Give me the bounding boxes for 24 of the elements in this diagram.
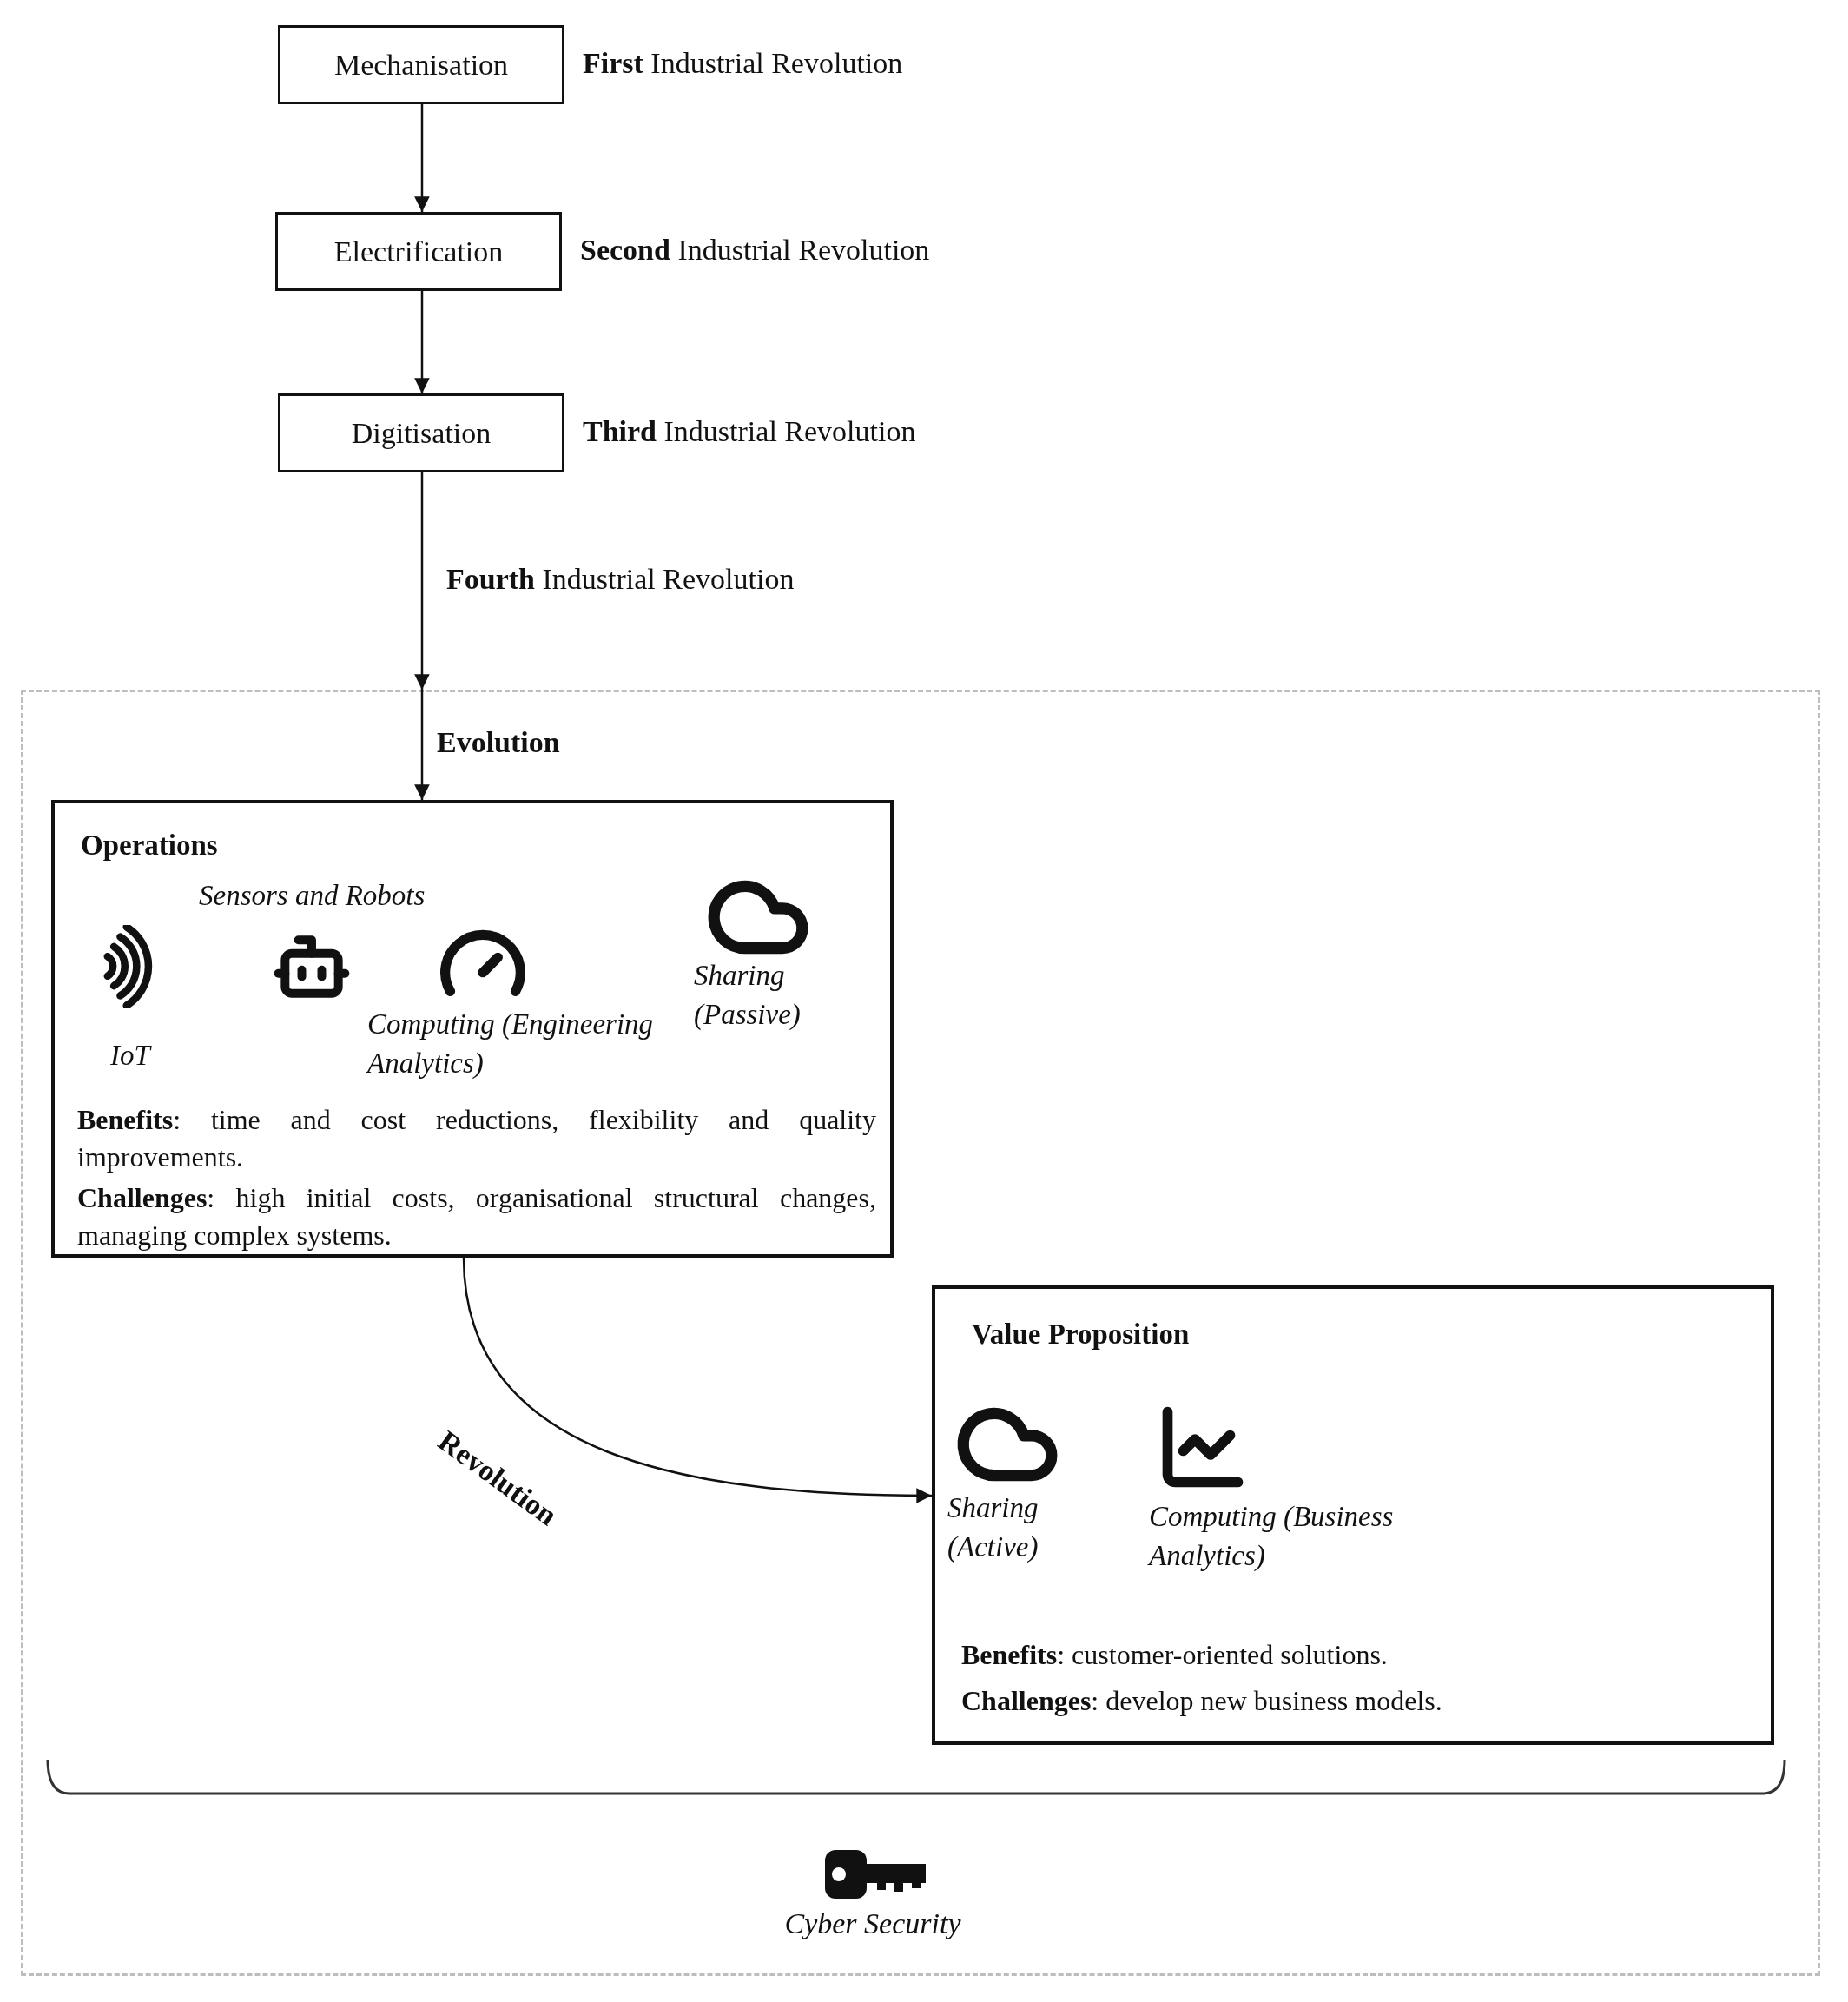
paragraph: Benefits: customer-oriented solutions. [961,1639,1388,1670]
icon-caption: Sharing (Passive) [694,960,801,1030]
arrow [414,690,430,800]
dashed-boundary [21,690,1820,1976]
panel-heading: Value Proposition [972,1318,1190,1350]
icon-caption: Computing (Engineering Analytics) [367,1008,654,1079]
arrow [414,291,430,393]
icon-caption: Sensors and Robots [199,880,426,911]
paragraph: Challenges: high initial costs, organisational structural changes, managing complex systems. [77,1182,876,1252]
info-panel [932,1285,1774,1745]
caption: Cyber Security [784,1907,961,1940]
icon-caption: Sharing (Active) [947,1492,1039,1563]
arrow [414,472,430,690]
icon-caption: Computing (Business Analytics) [1149,1501,1394,1571]
arrow [462,1257,932,1503]
paragraph: Challenges: develop new business models. [961,1685,1442,1716]
icon-caption: IoT [110,1040,150,1071]
stage-label: First Industrial Revolution [583,46,903,80]
stage-label: Second Industrial Revolution [580,233,930,267]
panel-heading: Operations [81,829,218,861]
stage-label: Third Industrial Revolution [583,414,916,448]
arrow [414,104,430,212]
paragraph: Benefits: time and cost reductions, flexibility and quality improvements. [77,1104,876,1173]
info-panel [51,800,894,1258]
